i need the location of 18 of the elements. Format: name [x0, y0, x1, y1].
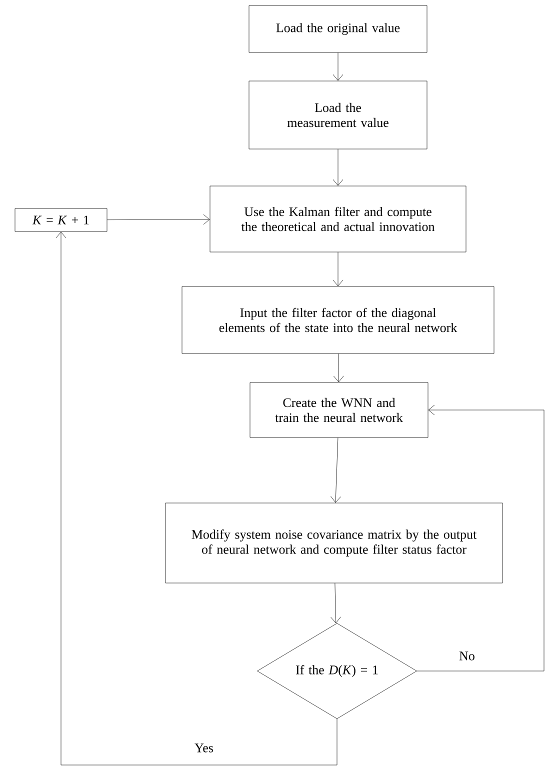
process-box: Load the original value [248, 5, 428, 53]
process-box: K = K + 1 [14, 208, 108, 232]
arrow [332, 149, 344, 186]
process-box: Use the Kalman filter and compute the theoretical and actual innovation [210, 186, 466, 252]
arrow [330, 438, 341, 503]
arrow [107, 214, 210, 225]
process-box: Input the filter factor of the diagonal elements of the state into the neural network [182, 286, 494, 354]
arrow [333, 354, 344, 382]
edge-label: No [458, 650, 476, 662]
process-box: Create the WNN and train the neural network [250, 382, 428, 438]
process-box: Load the measurement value [248, 80, 428, 150]
arrow [330, 583, 341, 624]
process-box: Modify system noise covariance matrix by the output of neural network and compute filter status factor [165, 502, 503, 584]
arrow [332, 252, 344, 286]
arrow [56, 232, 338, 766]
edge-label: Yes [194, 742, 214, 754]
arrow [332, 52, 344, 81]
arrow [416, 404, 544, 672]
